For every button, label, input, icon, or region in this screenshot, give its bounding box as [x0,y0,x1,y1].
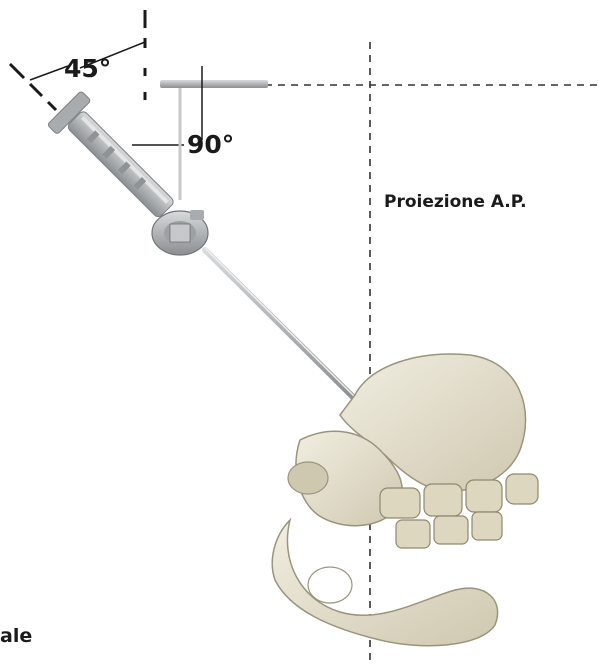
instrument-clamp [152,210,208,255]
diagonal-dash-mark [30,84,42,96]
angle-90-label: 90° [187,130,234,159]
top-reference-bar [160,80,268,88]
angle-45-label: 45° [64,54,111,83]
instrument-rod [205,250,358,402]
diagonal-dash-mark [48,102,56,110]
angle-45-leader [30,66,68,80]
instrument-handle [47,91,183,227]
lateral-projection-label: ale [0,625,32,647]
instrument-rod-highlight [205,248,358,400]
diagonal-dash-mark [10,64,24,78]
pelvis-illustration [272,354,538,646]
ap-projection-label: Proiezione A.P. [384,192,527,212]
